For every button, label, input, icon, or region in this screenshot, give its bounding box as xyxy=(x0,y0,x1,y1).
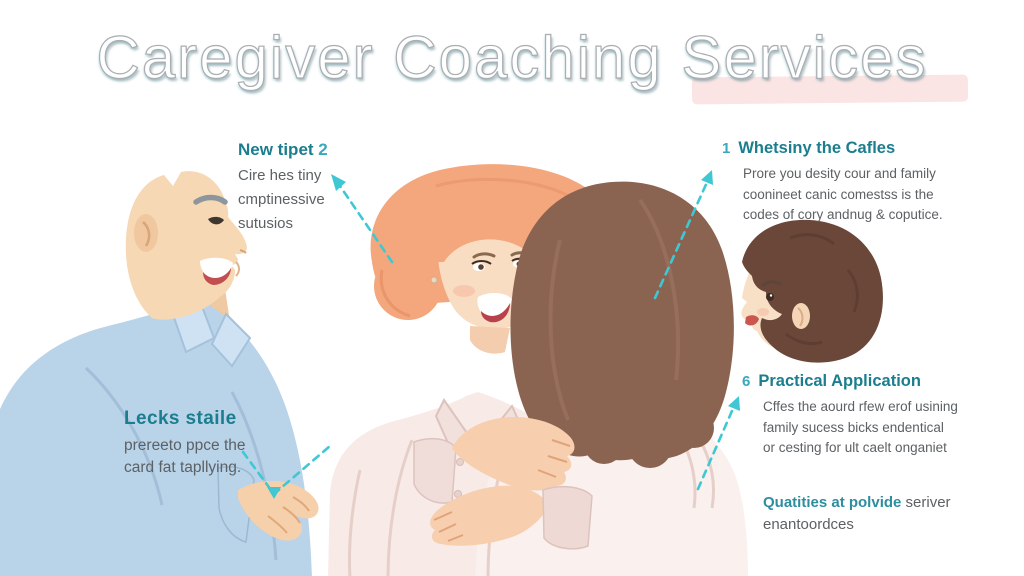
caregiver-neck xyxy=(470,326,510,354)
man-eye xyxy=(208,216,224,225)
arrow-to-whetsiny xyxy=(653,178,710,300)
child-figure xyxy=(741,219,883,363)
caregiver-eye xyxy=(478,264,484,270)
sleeve-cuff xyxy=(542,485,593,550)
arrowhead xyxy=(331,174,346,191)
callout-body-line: or cesting for ult caelt onganiet xyxy=(763,440,947,455)
caregiver-earring xyxy=(430,276,438,284)
man-mouth-teeth xyxy=(200,257,233,279)
callout-body-line: prereeto ppce the xyxy=(124,437,246,454)
recipient-hair xyxy=(510,181,734,461)
callout-heading: Quatities at polvide xyxy=(763,494,902,511)
blouse-button xyxy=(456,458,464,466)
arrow-to-practical xyxy=(696,402,737,491)
caregiver-mouth-teeth xyxy=(477,293,512,318)
callout-heading: New tipet 2 xyxy=(238,140,378,160)
callout-body-line: family sucess bicks endentical xyxy=(763,419,944,435)
callout-whetsiny: 1 Whetsiny the Cafles Prore you desity c… xyxy=(722,139,962,226)
connector-arrows xyxy=(241,170,740,499)
callout-quatities: Quatities at polvide seriver enantoordce… xyxy=(763,492,983,536)
callout-number: 6 xyxy=(742,373,751,390)
arrowhead xyxy=(728,396,740,411)
callout-heading: Whetsiny the Cafles xyxy=(738,139,896,157)
man-collar-right xyxy=(210,312,252,368)
caregiver-eyebrow xyxy=(472,252,496,259)
child-eye xyxy=(766,293,774,301)
callout-body-line: Cffes the aourd rfew erof usining xyxy=(763,399,958,414)
callout-heading: Practical Application xyxy=(758,372,921,390)
elderly-man-figure xyxy=(0,171,319,576)
page-title: Caregiver Coaching Services xyxy=(0,24,1024,105)
callout-body-line: sutusios xyxy=(238,215,294,232)
man-mouth-lip xyxy=(203,268,231,285)
arrowhead xyxy=(267,487,281,499)
callout-body-line: Prore you desity cour and family xyxy=(743,166,936,181)
man-eyebrow xyxy=(193,194,228,205)
child-hair xyxy=(742,219,883,363)
callout-heading-row: Quatities at polvide seriver xyxy=(763,492,983,514)
man-ear xyxy=(134,214,158,252)
callout-practical-application: 6 Practical Application Cffes the aourd … xyxy=(742,372,982,459)
man-hand xyxy=(238,481,319,541)
callout-new-tipet: New tipet 2 Cire hes tiny cmptinessive s… xyxy=(238,140,378,236)
caregiver-mouth-lip xyxy=(481,303,510,323)
heading-text: New tipet xyxy=(238,140,314,159)
arrow-to-new-tipet xyxy=(338,184,394,264)
callout-number: 1 xyxy=(722,140,731,157)
caregiver-blush xyxy=(453,285,475,297)
man-sleeve xyxy=(217,466,255,543)
sleeve-cuff xyxy=(413,437,457,504)
callout-body-line: codes of cory andnug & coputice. xyxy=(743,207,943,222)
callout-body-line: coonineet canic comestss is the xyxy=(743,186,934,202)
title-text: Caregiver Coaching Services xyxy=(96,24,928,91)
child-mouth xyxy=(745,315,759,326)
arrowhead xyxy=(701,170,713,185)
callout-number: 2 xyxy=(318,140,328,159)
child-blush xyxy=(757,308,769,316)
child-ear xyxy=(792,303,810,329)
callout-body-line: cmptinessive xyxy=(238,191,325,208)
callout-body-line: Cire hes tiny xyxy=(238,167,322,184)
callout-body-line: card fat tapllying. xyxy=(124,459,242,476)
child-eyebrow xyxy=(761,280,782,287)
callout-heading: Lecks staile xyxy=(124,408,237,429)
hand-lower xyxy=(430,485,547,546)
callout-lecks-staile: Lecks staile prereeto ppce the card fat … xyxy=(124,408,314,479)
callout-heading-suffix: seriver xyxy=(901,494,951,511)
embracing-hands xyxy=(413,417,593,550)
callout-body-line: enantoordces xyxy=(763,516,854,533)
